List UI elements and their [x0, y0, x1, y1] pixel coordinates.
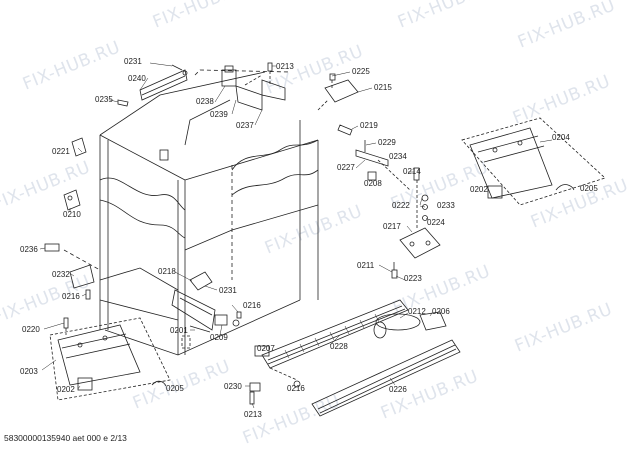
- part-label: 0212: [408, 307, 426, 316]
- part-label: 0209: [210, 333, 228, 342]
- part-label: 0225: [352, 67, 370, 76]
- pivot-hardware: [337, 124, 441, 279]
- part-label: 0208: [364, 179, 382, 188]
- latch-assembly: [317, 73, 359, 111]
- part-label: 0227: [337, 163, 355, 172]
- lower-hinge-group-left: [49, 317, 171, 401]
- part-label: 0234: [389, 152, 407, 161]
- part-label: 0217: [383, 222, 401, 231]
- part-label: 0201: [170, 326, 188, 335]
- part-label: 0213: [276, 62, 294, 71]
- part-label: 0203: [20, 367, 38, 376]
- part-label: 0205: [580, 184, 598, 193]
- part-label: 0228: [330, 342, 348, 351]
- part-label: 0202: [57, 385, 75, 394]
- part-label: 0238: [196, 97, 214, 106]
- part-label: 0240: [128, 74, 146, 83]
- part-label: 0216: [243, 301, 261, 310]
- part-label: 0237: [236, 121, 254, 130]
- part-label: 0219: [360, 121, 378, 130]
- drawing-number: 58300000135940 aet 000 e 2/13: [4, 433, 127, 443]
- toe-grille: [249, 299, 409, 405]
- part-label: 0207: [257, 344, 275, 353]
- part-label: 0232: [52, 270, 70, 279]
- part-label: 0229: [378, 138, 396, 147]
- cross-support: [171, 271, 242, 349]
- part-label: 0220: [22, 325, 40, 334]
- part-label: 0230: [224, 382, 242, 391]
- part-label: 0224: [427, 218, 445, 227]
- cabinet-frame: [99, 69, 319, 356]
- part-label: 0214: [403, 167, 421, 176]
- part-label: 0222: [392, 201, 410, 210]
- part-label: 0218: [158, 267, 176, 276]
- part-label: 0216: [62, 292, 80, 301]
- part-label: 0210: [63, 210, 81, 219]
- part-label: 0206: [432, 307, 450, 316]
- part-label: 0216: [287, 384, 305, 393]
- top-bracket-assembly: [117, 64, 188, 107]
- part-label: 0235: [95, 95, 113, 104]
- left-side-parts: [44, 137, 101, 335]
- part-label: 0202: [470, 185, 488, 194]
- part-label: 0204: [552, 133, 570, 142]
- part-label: 0215: [374, 83, 392, 92]
- part-label: 0231: [219, 286, 237, 295]
- part-label: 0233: [437, 201, 455, 210]
- part-label: 0223: [404, 274, 422, 283]
- part-label: 0226: [389, 385, 407, 394]
- base-trim: [311, 311, 461, 417]
- lower-hinge-group-right: [461, 117, 606, 206]
- leader-lines: [39, 62, 553, 409]
- part-label: 0213: [244, 410, 262, 419]
- part-label: 0231: [124, 57, 142, 66]
- part-label: 0211: [357, 261, 375, 270]
- part-label: 0236: [20, 245, 38, 254]
- part-label: 0205: [166, 384, 184, 393]
- part-label: 0239: [210, 110, 228, 119]
- part-label: 0221: [52, 147, 70, 156]
